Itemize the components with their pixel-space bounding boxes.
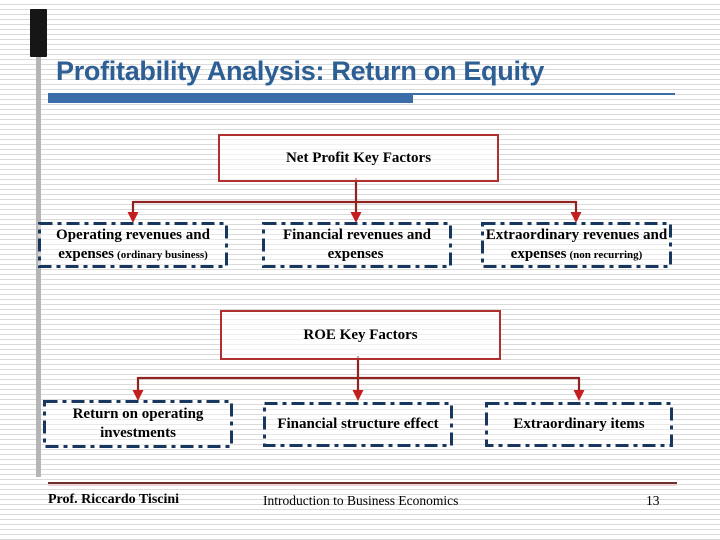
return-on-operating-line1: Return on operating [72, 406, 204, 422]
financial-revenues-box: Financial revenues and expenses [262, 222, 452, 268]
footer-author: Prof. Riccardo Tiscini [48, 492, 180, 507]
operating-revenues-line1: Operating revenues and [56, 226, 210, 243]
footer-page-number: 13 [646, 493, 660, 508]
roe-key-factors-label: ROE Key Factors [303, 326, 418, 343]
slide-title: Profitability Analysis: Return on Equity [56, 56, 545, 86]
extraordinary-items-label: Extraordinary items [513, 416, 645, 432]
diagram2-connectors [136, 356, 581, 392]
operating-revenues-line2-small: (ordinary business) [117, 248, 208, 261]
roe-key-factors-box: ROE Key Factors [220, 310, 501, 360]
financial-revenues-line2-main: expenses [327, 245, 384, 262]
extraordinary-revenues-line2-main: expenses [510, 245, 567, 262]
dashed-border [43, 400, 233, 448]
return-on-operating-line2: investments [100, 425, 176, 441]
operating-revenues-box: Operating revenues and expenses(ordinary… [38, 222, 228, 268]
footer-divider [48, 482, 677, 484]
financial-revenues-line1: Financial revenues and [282, 226, 432, 243]
net-profit-key-factors-label: Net Profit Key Factors [285, 149, 432, 166]
financial-structure-effect-label: Financial structure effect [277, 416, 439, 432]
footer-course-title: Introduction to Business Economics [263, 493, 459, 508]
financial-structure-effect-box: Financial structure effect [263, 402, 453, 447]
diagram1-connectors [131, 178, 578, 214]
diagram1-arrowheads [127, 212, 582, 223]
corner-tab-decoration [30, 9, 47, 57]
extraordinary-revenues-line2-small: (non recurring) [569, 248, 643, 261]
operating-revenues-line2: expenses(ordinary business) [58, 245, 208, 265]
extraordinary-items-box: Extraordinary items [485, 402, 673, 447]
financial-revenues-line2: expenses [328, 245, 387, 265]
extraordinary-revenues-line2: expenses(non recurring) [511, 245, 643, 265]
dashed-border [262, 222, 452, 268]
diagram2-arrowheads [132, 390, 585, 401]
extraordinary-revenues-box: Extraordinary revenues and expenses(non … [481, 222, 672, 268]
dashed-border [485, 402, 673, 447]
operating-revenues-line2-main: expenses [58, 245, 115, 262]
return-on-operating-investments-box: Return on operating investments [43, 400, 233, 448]
title-underline-bar [48, 93, 413, 103]
dashed-border [263, 402, 453, 447]
extraordinary-revenues-line1: Extraordinary revenues and [485, 226, 668, 243]
net-profit-key-factors-box: Net Profit Key Factors [218, 134, 499, 182]
dashed-border [38, 222, 228, 268]
dashed-border [481, 222, 672, 268]
